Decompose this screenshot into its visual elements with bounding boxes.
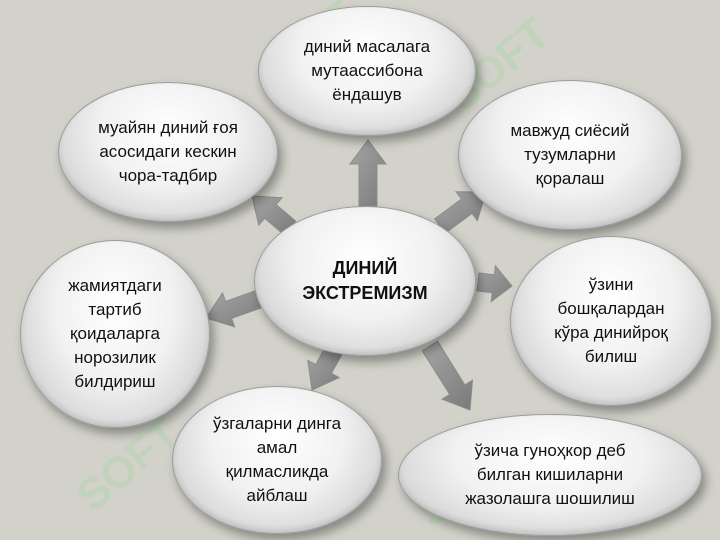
node-center: ДИНИЙ ЭКСТРЕМИЗМ — [254, 206, 476, 356]
node-bottom-left-label: ўзгаларни динга амал қилмасликда айблаш — [212, 414, 342, 505]
arrow-to-bottom-left — [307, 345, 343, 391]
arrow-to-right — [476, 264, 513, 303]
node-bottom-right: ўзича гуноҳкор деб билган кишиларни жазо… — [398, 414, 702, 536]
arrow-to-top-right — [434, 191, 487, 234]
node-left: жамиятдаги тартиб қоидаларга норозилик б… — [20, 240, 210, 428]
node-top: диний масалага мутаассибона ёндашув — [258, 6, 476, 136]
node-left-label: жамиятдаги тартиб қоидаларга норозилик б… — [68, 276, 162, 391]
node-bottom-right-label: ўзича гуноҳкор деб билган кишиларни жазо… — [465, 441, 635, 508]
node-bottom-left: ўзгаларни динга амал қилмасликда айблаш — [172, 386, 382, 534]
node-top-left-label: муайян диний ғоя асосидаги кескин чора-т… — [98, 118, 238, 185]
node-top-left: муайян диний ғоя асосидаги кескин чора-т… — [58, 82, 278, 222]
node-top-right-label: мавжуд сиёсий тузумларни қоралаш — [510, 121, 630, 188]
arrow-to-bottom-right — [421, 340, 474, 411]
arrow-to-left — [205, 288, 266, 328]
node-center-label: ДИНИЙ ЭКСТРЕМИЗМ — [302, 258, 428, 303]
node-top-label: диний масалага мутаассибона ёндашув — [303, 37, 431, 104]
node-top-right: мавжуд сиёсий тузумларни қоралаш — [458, 80, 682, 230]
arrow-to-top — [349, 139, 387, 207]
node-right: ўзини бошқалардан кўра динийроқ билиш — [510, 236, 712, 406]
node-right-label: ўзини бошқалардан кўра динийроқ билиш — [554, 275, 668, 366]
